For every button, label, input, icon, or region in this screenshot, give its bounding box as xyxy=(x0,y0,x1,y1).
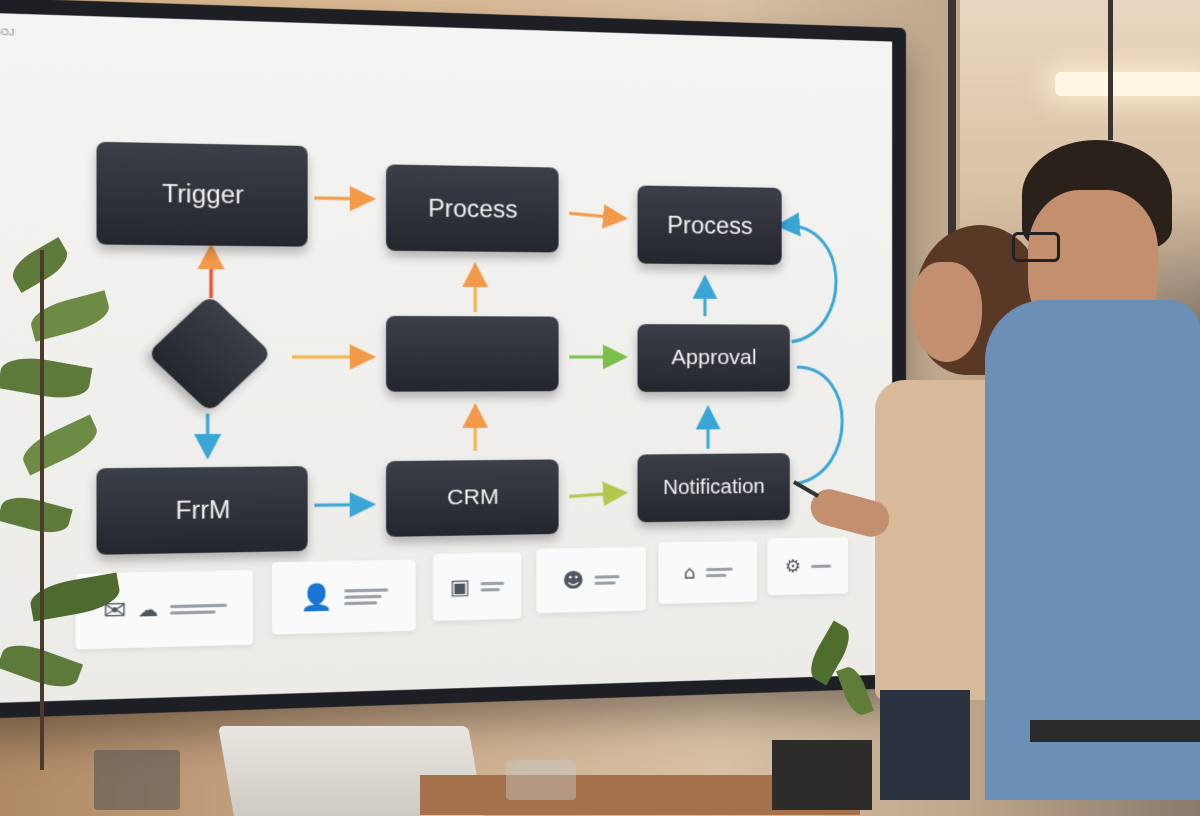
loop-approval-to-process xyxy=(782,225,836,342)
workflow-screen: BOJ xyxy=(0,13,892,704)
card-people-lines xyxy=(595,575,620,585)
card-user: 👤 xyxy=(272,559,416,634)
node-frm: FrrM xyxy=(97,466,308,555)
node-approval: Approval xyxy=(638,324,790,392)
gear-link-icon: ⚙ xyxy=(785,556,801,578)
card-gear-lines xyxy=(811,564,831,567)
arrow-crm-to-notification xyxy=(569,493,622,497)
node-process-2: Process xyxy=(638,185,782,264)
card-inbox-lines xyxy=(481,581,505,591)
card-home-lines xyxy=(706,567,733,577)
node-process-2-label: Process xyxy=(667,211,753,240)
card-gear-link: ⚙ xyxy=(767,537,848,595)
node-trigger: Trigger xyxy=(97,142,308,247)
people-icon: ☻ xyxy=(562,568,584,593)
card-email-lines xyxy=(170,603,227,614)
card-home-chart: ⌂ xyxy=(658,541,757,604)
node-crm: CRM xyxy=(386,459,559,536)
node-frm-label: FrrM xyxy=(176,495,231,525)
node-notification-label: Notification xyxy=(663,475,765,500)
inbox-icon: ▣ xyxy=(450,574,470,600)
node-crm-label: CRM xyxy=(447,485,499,511)
office-ceiling-light xyxy=(1055,72,1200,96)
arrow-trigger-to-process xyxy=(314,198,369,199)
card-people: ☻ xyxy=(536,547,646,613)
node-approval-label: Approval xyxy=(671,346,756,371)
card-user-lines xyxy=(344,588,388,605)
arrow-process-to-process xyxy=(569,213,622,218)
card-inbox: ▣ xyxy=(433,552,521,621)
node-trigger-label: Trigger xyxy=(162,180,244,210)
loop-notification-to-approval xyxy=(797,367,842,483)
drinking-glass xyxy=(94,750,180,810)
node-process-1-label: Process xyxy=(428,194,518,223)
home-chart-icon: ⌂ xyxy=(684,562,696,584)
node-notification: Notification xyxy=(638,453,790,522)
cloud-icon: ☁ xyxy=(138,598,159,621)
wall-display: BOJ xyxy=(0,0,906,719)
window-mullion-right xyxy=(1108,0,1113,140)
user-icon: 👤 xyxy=(300,582,333,612)
drinking-glass-2 xyxy=(506,760,576,800)
node-process-1: Process xyxy=(386,164,559,252)
arrow-frm-to-crm xyxy=(314,504,369,505)
node-middle-blank xyxy=(386,316,559,392)
